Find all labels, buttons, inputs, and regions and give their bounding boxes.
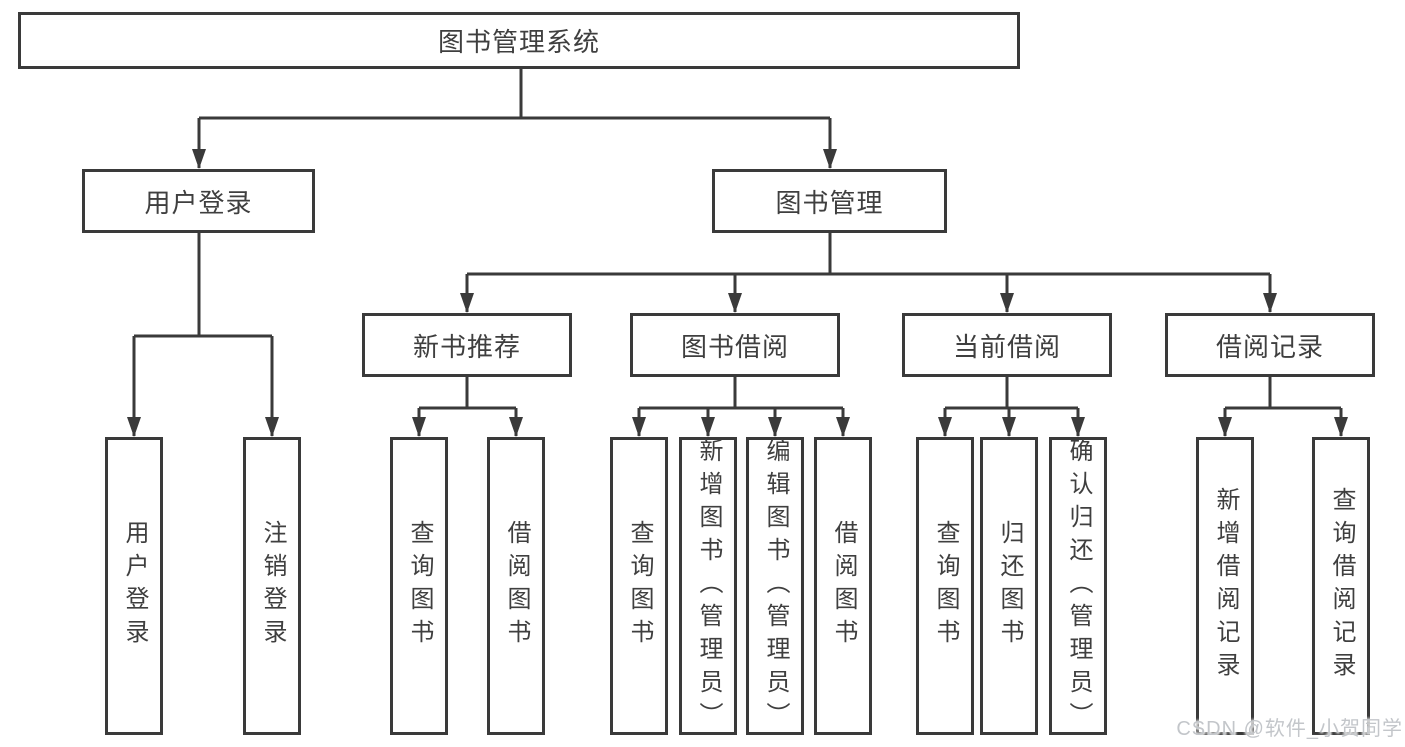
leaf-borrow-books-recommend: 借阅图书 xyxy=(487,437,545,735)
leaf-add-borrow-record: 新增借阅记录 xyxy=(1196,437,1254,735)
node-user-login: 用户登录 xyxy=(82,169,315,233)
node-book-borrow-label: 图书借阅 xyxy=(680,331,789,362)
node-new-book-recommend: 新书推荐 xyxy=(362,313,572,377)
leaf-borrow-books-recommend-label: 借阅图书 xyxy=(503,520,530,652)
node-borrow-record: 借阅记录 xyxy=(1165,313,1375,377)
leaf-logout-label: 注销登录 xyxy=(259,520,286,652)
leaf-edit-books-admin-label: 编辑图书（管理员） xyxy=(762,437,789,735)
leaf-query-books-current-label: 查询图书 xyxy=(932,520,959,652)
node-current-borrow-label: 当前借阅 xyxy=(952,331,1061,362)
leaf-confirm-return-admin: 确认归还（管理员） xyxy=(1049,437,1107,735)
node-book-management: 图书管理 xyxy=(712,169,947,233)
leaf-confirm-return-admin-label: 确认归还（管理员） xyxy=(1065,437,1092,735)
leaf-query-books-recommend: 查询图书 xyxy=(390,437,448,735)
node-user-login-label: 用户登录 xyxy=(144,187,253,218)
leaf-return-books-label: 归还图书 xyxy=(996,520,1023,652)
node-current-borrow: 当前借阅 xyxy=(902,313,1112,377)
leaf-return-books: 归还图书 xyxy=(980,437,1038,735)
leaf-query-borrow-record: 查询借阅记录 xyxy=(1312,437,1370,735)
node-book-management-label: 图书管理 xyxy=(775,187,884,218)
node-root-label: 图书管理系统 xyxy=(437,27,600,57)
node-book-borrow: 图书借阅 xyxy=(630,313,840,377)
leaf-add-books-admin: 新增图书（管理员） xyxy=(679,437,737,735)
watermark: CSDN @软件_小贺同学 xyxy=(1176,718,1403,740)
leaf-query-books-current: 查询图书 xyxy=(916,437,974,735)
leaf-borrow-books: 借阅图书 xyxy=(814,437,872,735)
leaf-query-books-recommend-label: 查询图书 xyxy=(406,520,433,652)
leaf-borrow-books-label: 借阅图书 xyxy=(830,520,857,652)
leaf-user-login-label: 用户登录 xyxy=(121,520,148,652)
leaf-user-login: 用户登录 xyxy=(105,437,163,735)
leaf-query-borrow-record-label: 查询借阅记录 xyxy=(1328,487,1355,685)
node-new-book-recommend-label: 新书推荐 xyxy=(412,331,521,362)
node-borrow-record-label: 借阅记录 xyxy=(1215,331,1324,362)
leaf-query-books-borrow: 查询图书 xyxy=(610,437,668,735)
leaf-edit-books-admin: 编辑图书（管理员） xyxy=(746,437,804,735)
leaf-add-books-admin-label: 新增图书（管理员） xyxy=(695,437,722,735)
node-root: 图书管理系统 xyxy=(18,12,1020,69)
leaf-query-books-borrow-label: 查询图书 xyxy=(626,520,653,652)
leaf-logout: 注销登录 xyxy=(243,437,301,735)
leaf-add-borrow-record-label: 新增借阅记录 xyxy=(1212,487,1239,685)
